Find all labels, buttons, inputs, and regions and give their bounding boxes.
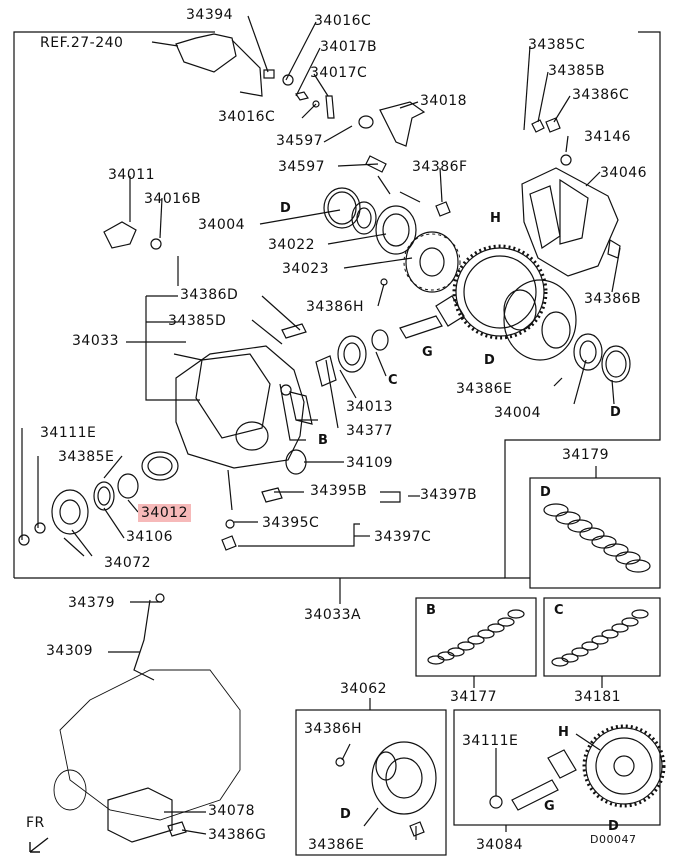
label-34033: 34033 (72, 333, 120, 349)
front-direction-arrow (29, 837, 49, 853)
label-34022: 34022 (268, 237, 316, 253)
label-34013: 34013 (346, 399, 394, 415)
box-34179 (529, 477, 661, 589)
label-34072: 34072 (104, 555, 152, 571)
letter-c-1: C (388, 373, 398, 388)
label-34012-text: 34012 (138, 504, 192, 522)
label-34386H-b: 34386H (304, 721, 363, 737)
label-34062: 34062 (340, 681, 388, 697)
front-label: FR (26, 815, 45, 831)
spring-set-34177 (427, 609, 525, 665)
label-34078: 34078 (208, 803, 256, 819)
label-34016C-b: 34016C (218, 109, 276, 125)
label-34395C: 34395C (262, 515, 320, 531)
letter-d-5: D (340, 807, 351, 822)
label-34386C: 34386C (572, 87, 630, 103)
label-34109: 34109 (346, 455, 394, 471)
label-34385C-top: 34385C (528, 37, 586, 53)
label-34146: 34146 (584, 129, 632, 145)
label-34386B: 34386B (584, 291, 642, 307)
label-34046: 34046 (600, 165, 648, 181)
box-34084 (453, 709, 661, 826)
label-34379: 34379 (68, 595, 116, 611)
label-34385E: 34385E (58, 449, 115, 465)
label-34181: 34181 (574, 689, 622, 705)
label-34177: 34177 (450, 689, 498, 705)
label-34084: 34084 (476, 837, 524, 853)
label-34023: 34023 (282, 261, 330, 277)
label-34397B: 34397B (420, 487, 478, 503)
label-34017B: 34017B (320, 39, 378, 55)
box-34062 (295, 709, 447, 856)
label-34597-b: 34597 (278, 159, 326, 175)
main-frame-right (504, 31, 661, 579)
label-34309: 34309 (46, 643, 94, 659)
label-34111E-b: 34111E (462, 733, 519, 749)
label-34011: 34011 (108, 167, 156, 183)
label-34004-b: 34004 (494, 405, 542, 421)
label-34395B: 34395B (310, 483, 368, 499)
label-34017C: 34017C (310, 65, 368, 81)
label-34179: 34179 (562, 447, 610, 463)
letter-g-1: G (422, 345, 433, 360)
letter-g-2: G (544, 799, 555, 814)
spring-set-34181 (551, 609, 649, 667)
label-34018: 34018 (420, 93, 468, 109)
label-34386G: 34386G (208, 827, 267, 843)
letter-b-2: B (426, 603, 436, 618)
label-34397C: 34397C (374, 529, 432, 545)
label-34016C-a: 34016C (314, 13, 372, 29)
spring-set-34179 (543, 503, 651, 573)
letter-b-1: B (318, 433, 328, 448)
label-34386D: 34386D (180, 287, 239, 303)
letter-c-2: C (554, 603, 564, 618)
label-34377: 34377 (346, 423, 394, 439)
label-34386F: 34386F (412, 159, 468, 175)
label-34004-a: 34004 (198, 217, 246, 233)
label-34386E-b: 34386E (308, 837, 365, 853)
letter-d-6: D (608, 819, 619, 834)
letter-h-2: H (558, 725, 569, 740)
label-34386E-a: 34386E (456, 381, 513, 397)
label-34111E-a: 34111E (40, 425, 97, 441)
label-34016B: 34016B (144, 191, 202, 207)
label-34012: 34012 (138, 504, 192, 522)
label-34597-a: 34597 (276, 133, 324, 149)
label-34385B: 34385B (548, 63, 606, 79)
letter-d-1: D (280, 201, 291, 216)
label-34394: 34394 (186, 7, 234, 23)
drawing-code: D00047 (590, 833, 637, 846)
letter-d-2: D (484, 353, 495, 368)
label-34386H-a: 34386H (306, 299, 365, 315)
box-34177 (415, 597, 537, 677)
label-34106: 34106 (126, 529, 174, 545)
main-frame (13, 31, 215, 578)
label-ref: REF.27-240 (40, 35, 124, 51)
letter-h-1: H (490, 211, 501, 226)
label-34385D: 34385D (168, 313, 227, 329)
letter-d-4: D (540, 485, 551, 500)
letter-d-3: D (610, 405, 621, 420)
label-34033A: 34033A (304, 607, 362, 623)
